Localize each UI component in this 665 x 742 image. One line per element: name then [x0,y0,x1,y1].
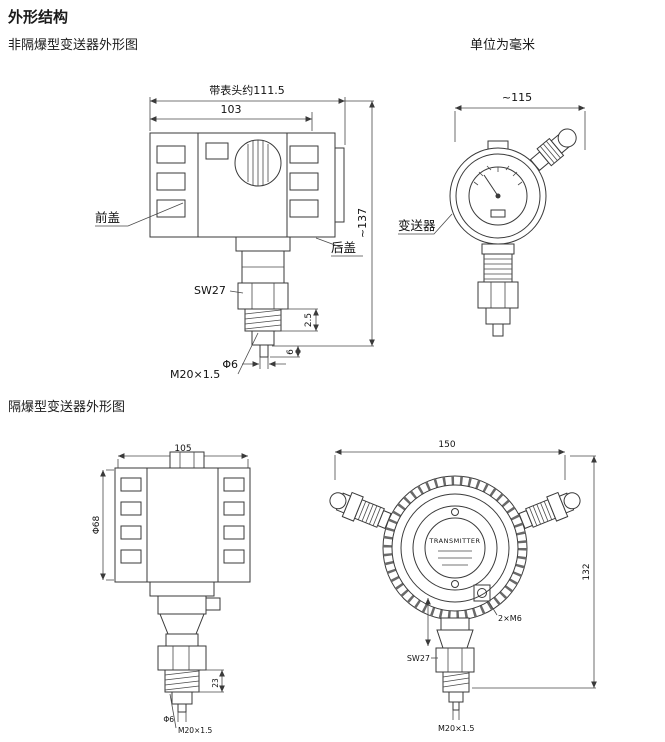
dim-width: 150 [334,440,566,480]
cable-gland-left [329,491,392,530]
dim-body-diameter-text: Φ68 [92,515,102,534]
dim-pin-diameter: Φ6 [222,357,286,371]
drawing-exproof-front-view: 150 132 [329,440,597,733]
dim-total-height: ~137 [272,100,375,347]
units-note: 单位为毫米 [470,37,536,52]
dim-total-height-text: ~137 [356,208,369,238]
process-connection [435,617,475,711]
dim-width-text: ~115 [502,91,532,104]
thread-spec-text: M20×1.5 [170,368,220,381]
dim-width-text: 150 [438,440,455,450]
transmitter-housing [114,451,251,583]
thread-spec-label: M20×1.5 [438,710,475,733]
drawing-nonexproof-side-view: 带表头约111.5 103 [95,83,375,381]
back-cover-label: 后盖 [315,237,363,257]
dim-body-width-text: 105 [174,444,191,454]
thread-spec-text: M20×1.5 [438,724,475,733]
dim-pin-diameter: Φ6 [163,712,187,724]
drawing-nonexproof-front-view: ~115 [398,91,586,337]
wrench-size-label: SW27 [407,654,438,663]
section-label-nonexproof: 非隔爆型变送器外形图 [8,37,139,52]
dim-width: ~115 [454,91,586,150]
gauge-dial [468,165,528,226]
transmitter-body [449,128,577,337]
dim-pin-length-text: 6 [286,349,296,355]
dim-port-height-text: 2.5 [304,313,314,327]
back-cover-text: 后盖 [331,241,356,255]
nameplate-text: TRANSMITTER [428,537,480,545]
dim-pin-diameter-text: Φ6 [163,715,174,724]
transmitter-label: 变送器 [398,213,453,235]
dim-thread-length-text: 23 [211,678,220,688]
wrench-size-text: SW27 [407,654,430,663]
front-cover-label: 前盖 [95,202,184,227]
dim-port-height: 2.5 [276,308,319,332]
transmitter-housing [149,132,345,238]
cable-gland-right [518,491,581,530]
dim-body-diameter: Φ68 [92,469,114,581]
wrench-size-text: SW27 [194,284,226,297]
dim-height: 132 [472,455,597,689]
page-title: 外形结构 [8,10,69,26]
dim-height-text: 132 [582,563,592,580]
front-cover-text: 前盖 [95,210,120,225]
process-connection [235,236,291,358]
wrench-size-label: SW27 [194,284,244,297]
process-connection [149,581,221,713]
section-label-exproof: 隔爆型变送器外形图 [8,399,126,414]
dim-with-head-text: 带表头约111.5 [209,83,285,97]
dim-pin-diameter-text: Φ6 [222,358,238,371]
drawing-exproof-side-view: 105 Φ68 [92,444,251,735]
dim-thread-length: 23 [194,669,225,693]
thread-spec-label: M20×1.5 [169,693,212,735]
thread-spec-text: M20×1.5 [178,726,212,735]
dim-pin-length: 6 [270,346,301,358]
transmitter-body: TRANSMITTER [382,475,528,621]
thread-spec-label: M20×1.5 [170,332,259,381]
dim-body-width-text: 103 [221,103,242,116]
bolt-detail: 2×M6 [473,584,522,623]
dim-body-width: 103 [150,103,313,131]
dim-with-head: 带表头约111.5 [149,83,346,145]
cable-gland [529,128,577,172]
transmitter-label-text: 变送器 [398,218,436,233]
bolt-spec-text: 2×M6 [498,614,522,623]
